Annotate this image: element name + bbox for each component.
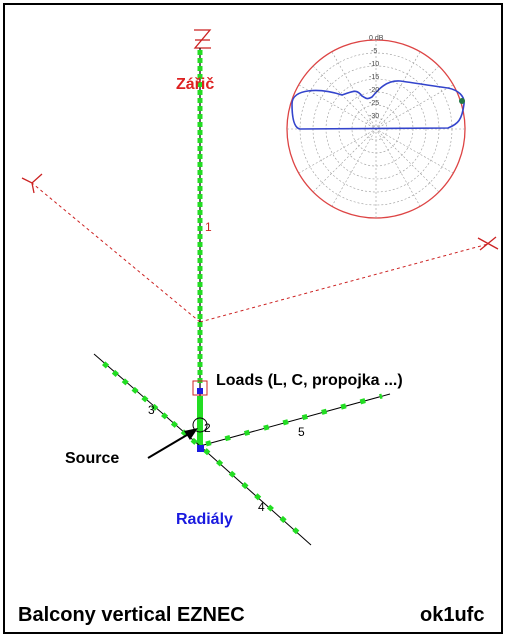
- polar-plot: 0 dB -5 -10 -15 -20 -25 -30: [286, 35, 466, 219]
- polar-db-5: -5: [371, 48, 377, 55]
- load-center-square: [197, 388, 203, 394]
- polar-db-20: -20: [369, 87, 379, 94]
- radials: [93, 353, 391, 546]
- footer-title: Balcony vertical EZNEC: [18, 604, 245, 626]
- load-marker: [192, 380, 208, 396]
- polar-max-marker: [459, 98, 465, 104]
- coordinate-axes: [21, 29, 499, 323]
- polar-pattern-trace: [291, 80, 465, 130]
- polar-db-25: -25: [369, 100, 379, 107]
- radiator-label: Zářič: [176, 76, 214, 93]
- wire-number-3: 3: [148, 403, 155, 417]
- diagram-frame: [3, 3, 503, 634]
- wire-number-2: 2: [204, 421, 211, 435]
- radials-label: Radiály: [176, 511, 233, 528]
- footer-author: ok1ufc: [420, 604, 484, 626]
- axis-y-line: [31, 182, 201, 323]
- polar-db-15: -15: [369, 74, 379, 81]
- axis-y-glyph: [21, 173, 43, 194]
- source-label: Source: [65, 450, 119, 467]
- polar-db-10: -10: [369, 61, 379, 68]
- axis-x-line: [199, 243, 489, 323]
- radial-3-segments: [99, 359, 198, 445]
- wire-number-4: 4: [258, 500, 265, 514]
- polar-db-0: 0 dB: [369, 35, 384, 42]
- source-marker: [192, 417, 208, 433]
- ground-junction-square: [197, 445, 204, 452]
- wire-number-1: 1: [205, 220, 212, 234]
- radial-5-wire: [199, 393, 391, 447]
- axis-x-glyph: [477, 236, 499, 251]
- polar-db-30: -30: [369, 113, 379, 120]
- wire-number-5: 5: [298, 425, 305, 439]
- source-arrow: [147, 428, 198, 459]
- axis-z-glyph: [193, 29, 212, 49]
- loads-label: Loads (L, C, propojka ...): [216, 372, 403, 389]
